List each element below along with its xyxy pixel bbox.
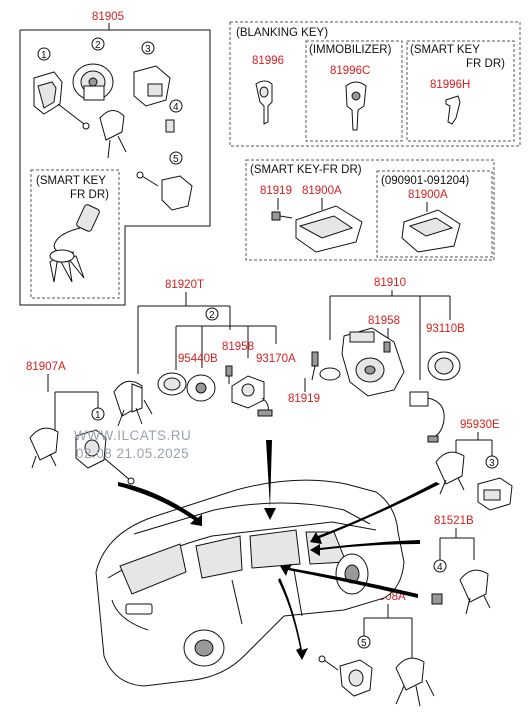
callout-3: 3 [145, 44, 151, 55]
part-81521b-label[interactable]: 81521B [434, 515, 474, 527]
callout-4-b: 4 [437, 562, 443, 573]
group-81521b: 81521B 4 [431, 515, 491, 615]
part-81996-label[interactable]: 81996 [252, 55, 284, 67]
door-lock-cylinder-81907a[interactable] [75, 429, 135, 485]
part-95930e-label[interactable]: 95930E [460, 419, 500, 431]
group-81910: 81910 81958 93110B 81919 [288, 277, 465, 443]
ring-95440b[interactable] [157, 372, 187, 396]
group-81907a: 81907A 1 [26, 361, 135, 485]
callout-1: 1 [41, 50, 47, 61]
clip-81521b[interactable] [431, 593, 443, 605]
car-illustration [95, 479, 405, 687]
blank-key-81996[interactable] [255, 80, 273, 125]
watermark-date: 02.08 21.05.2025 [76, 446, 189, 461]
part-81905-label[interactable]: 81905 [92, 11, 124, 23]
label-smart-key-2: (SMART KEY [410, 44, 480, 56]
callout-2: 2 [95, 40, 101, 51]
door-handle-module-a[interactable] [295, 205, 363, 253]
part-81996c-label[interactable]: 81996C [330, 65, 370, 77]
key-module[interactable] [133, 65, 171, 107]
label-smart-key-fr-dr: (SMART KEY-FR DR) [250, 164, 362, 176]
part-81900a-label-1[interactable]: 81900A [302, 185, 342, 197]
callout-4: 4 [173, 102, 179, 113]
part-81996h-label[interactable]: 81996H [430, 79, 470, 91]
door-lock-cylinder[interactable] [33, 71, 90, 130]
group-81908a: 81908A 5 [318, 591, 435, 707]
smart-key-fob[interactable] [49, 204, 100, 283]
keys-set-81920t[interactable] [113, 380, 153, 427]
clip-part[interactable] [165, 119, 175, 133]
label-smart-key-1: (SMART KEY [36, 175, 106, 187]
steering-lock-assembly[interactable] [341, 327, 405, 397]
ignition-cylinder-81920t[interactable] [186, 374, 216, 402]
screw-81919-b[interactable] [311, 351, 319, 381]
trunk-lock-cylinder[interactable] [136, 171, 193, 211]
part-81919-label-b[interactable]: 81919 [288, 393, 320, 405]
part-81900a-label-2[interactable]: 81900A [408, 189, 448, 201]
callout-2-b: 2 [209, 310, 215, 321]
screw-81958-b[interactable] [383, 341, 391, 353]
callout-3-b: 3 [489, 458, 495, 469]
ignition-lock-cylinder[interactable] [72, 63, 114, 101]
label-fr-dr-1: FR DR) [70, 189, 109, 201]
trunk-lock-81908a[interactable] [318, 655, 373, 697]
label-blanking-key: (BLANKING KEY) [236, 27, 328, 39]
module-95930e[interactable] [477, 477, 513, 511]
blank-key-81996h[interactable] [445, 95, 461, 125]
group-95930e: 95930E 3 [435, 419, 513, 511]
door-handle-module-b[interactable] [401, 209, 461, 253]
switch-93170a[interactable] [231, 375, 273, 417]
part-81958-label-a[interactable]: 81958 [222, 341, 254, 353]
part-81958-label-b[interactable]: 81958 [368, 315, 400, 327]
part-95440b-label[interactable]: 95440B [178, 353, 218, 365]
part-81907a-label[interactable]: 81907A [26, 361, 66, 373]
group-81920t: 81920T 2 81958 95440B 93170A [113, 279, 296, 427]
callout-1-b: 1 [95, 410, 101, 421]
part-93170a-label[interactable]: 93170A [256, 353, 296, 365]
keys-set-81521b[interactable] [459, 569, 491, 615]
group-blanking-key: (BLANKING KEY) (IMMOBILIZER) (SMART KEY … [229, 21, 521, 147]
master-key[interactable] [99, 110, 127, 159]
callout-5: 5 [173, 154, 179, 165]
part-81920t-label[interactable]: 81920T [165, 279, 204, 291]
screw-81958-a[interactable] [225, 365, 233, 384]
wire-module[interactable] [409, 391, 445, 443]
screw-81919[interactable] [271, 211, 293, 221]
group-smart-key-fr-dr: (SMART KEY-FR DR) (090901-091204) 81919 … [245, 159, 495, 261]
immobilizer-coil-93110b[interactable] [427, 351, 461, 381]
blank-key-81996c[interactable] [345, 81, 367, 131]
label-immobilizer: (IMMOBILIZER) [309, 44, 392, 56]
keys-set-81907a[interactable] [29, 427, 59, 469]
callout-5-b: 5 [361, 638, 367, 649]
watermark-site: WWW.ILCATS.RU [74, 428, 191, 443]
label-fr-dr-2: FR DR) [466, 58, 505, 70]
part-93110b-label[interactable]: 93110B [426, 323, 465, 335]
part-81919-label-a[interactable]: 81919 [260, 185, 292, 197]
label-date-range: (090901-091204) [381, 175, 469, 187]
keys-set-95930e[interactable] [435, 451, 465, 495]
key-cap[interactable] [319, 367, 341, 381]
part-81910-label[interactable]: 81910 [374, 277, 406, 289]
keys-set-81908a[interactable] [395, 657, 435, 707]
pointer-arrows [118, 440, 440, 660]
group-81905: 81905 1 2 3 4 5 [19, 11, 211, 306]
